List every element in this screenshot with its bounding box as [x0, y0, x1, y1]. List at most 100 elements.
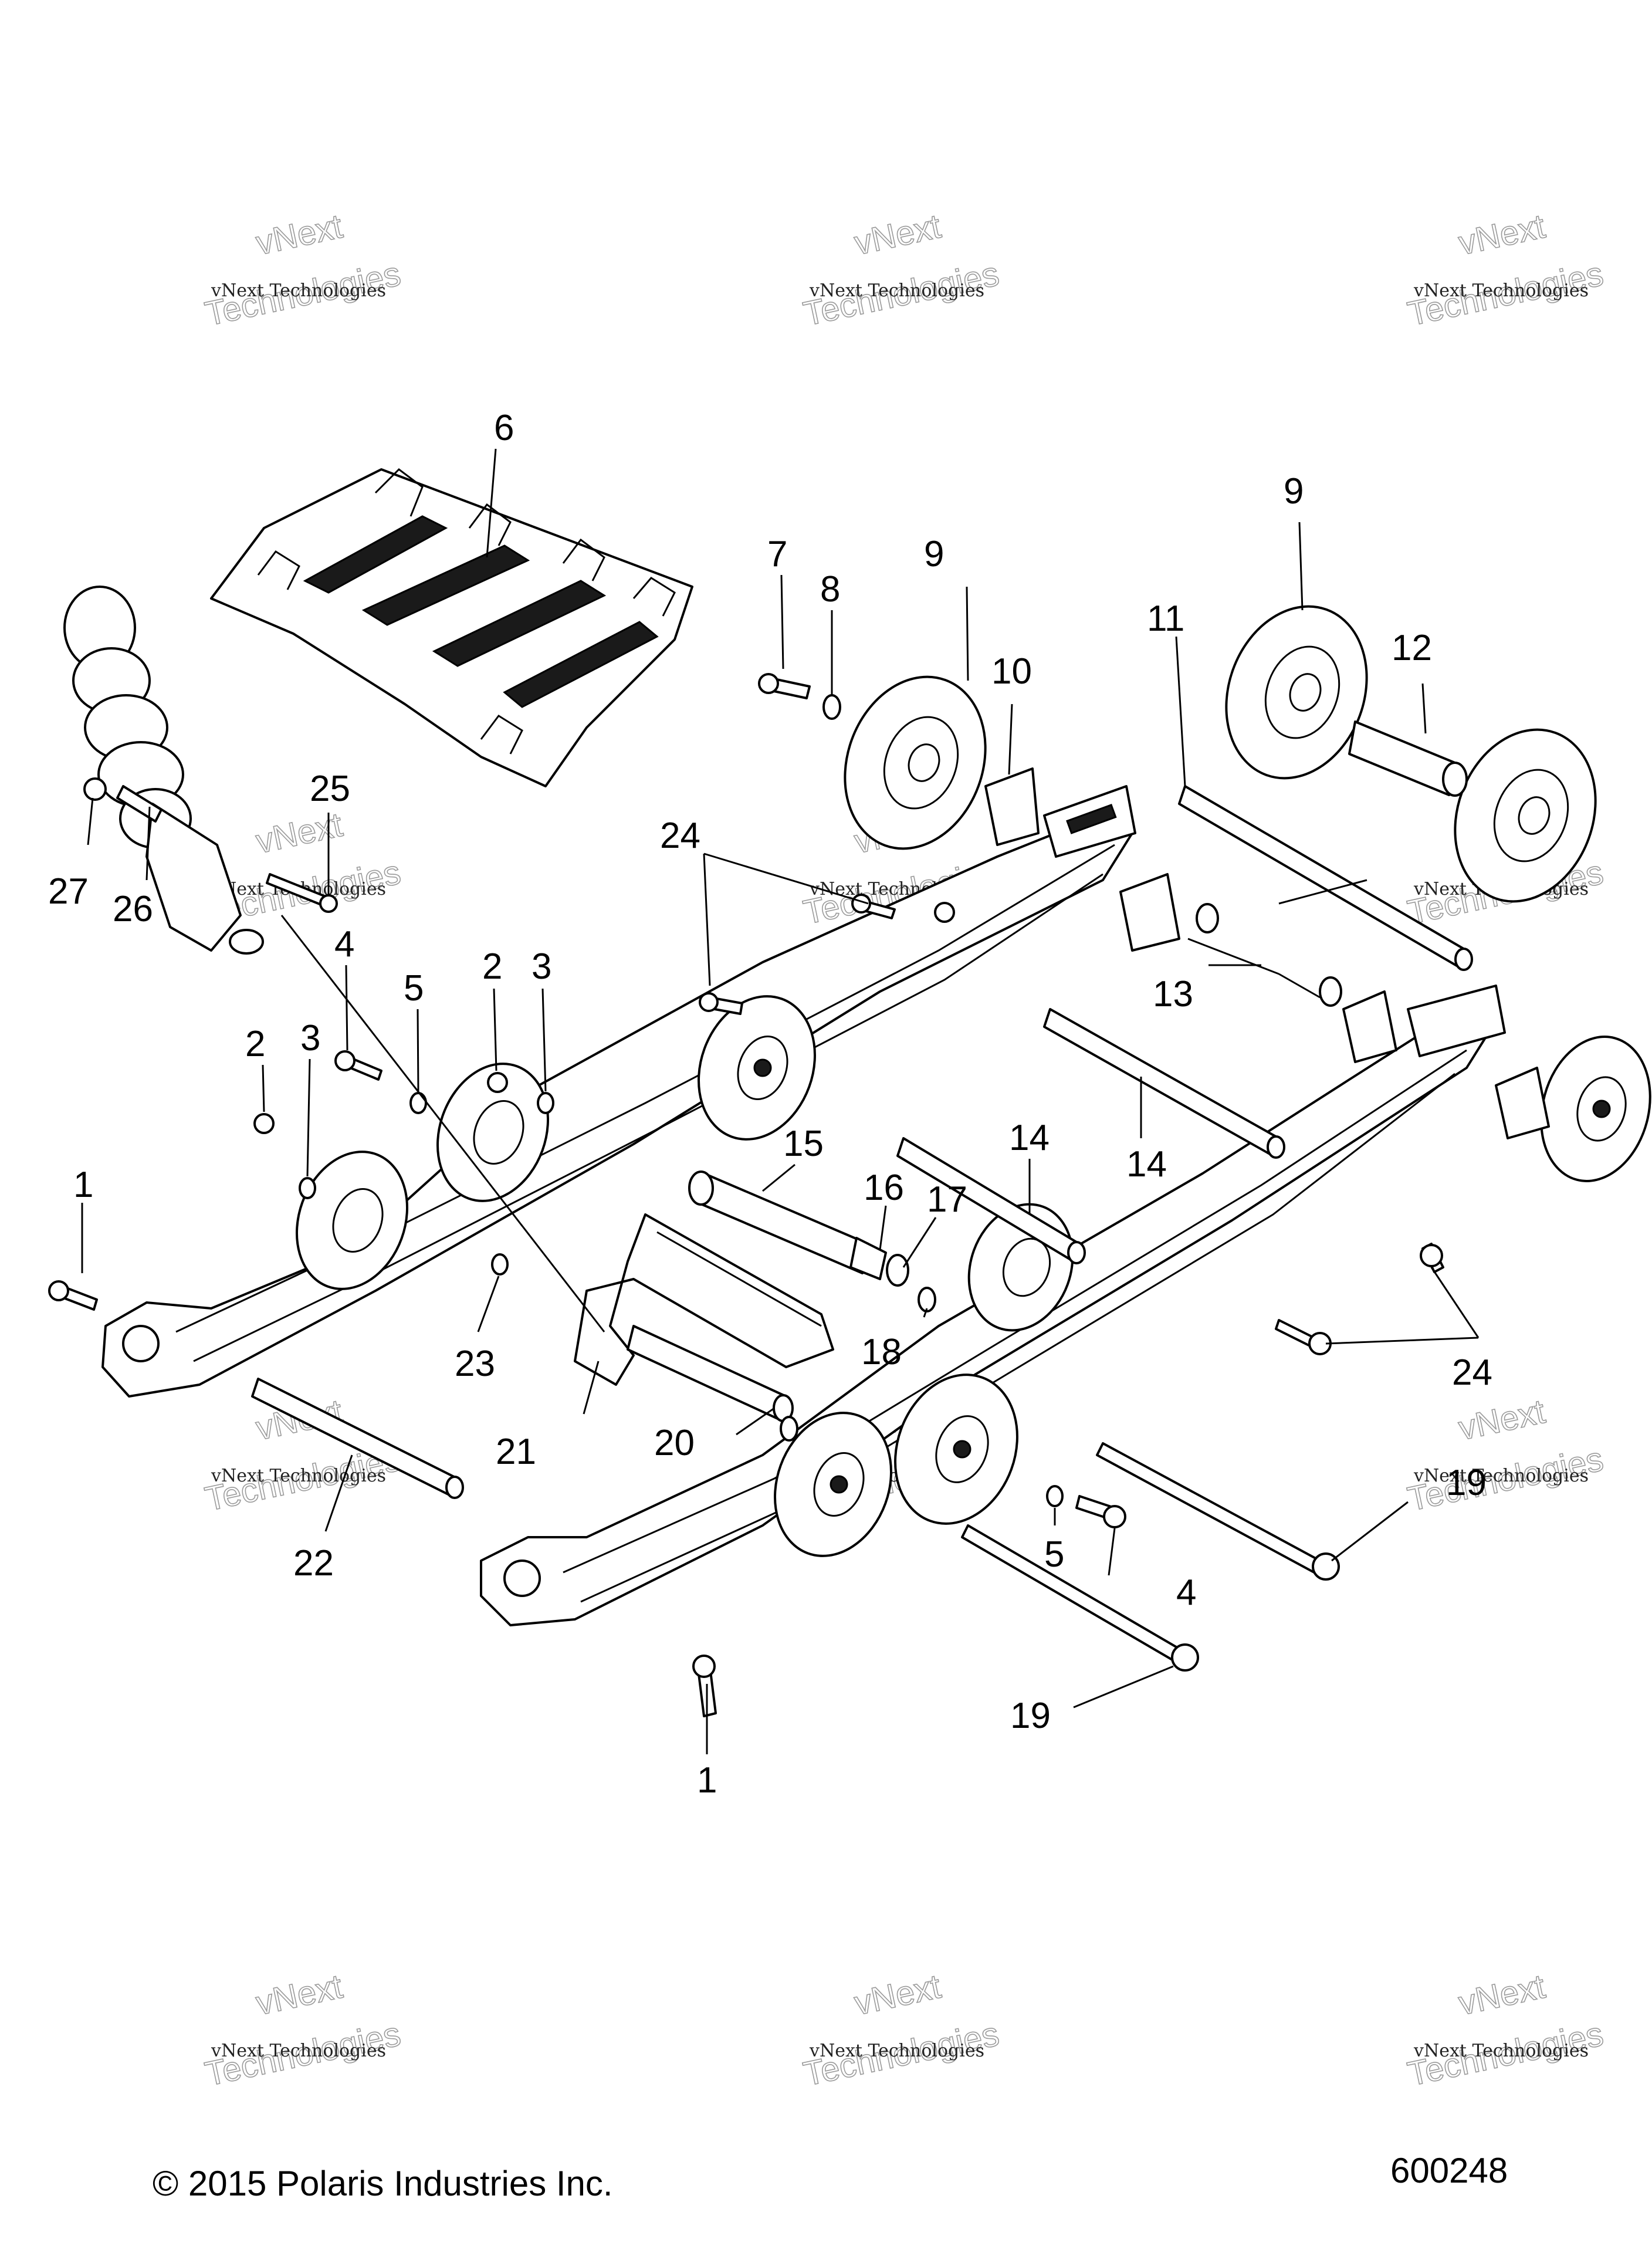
svg-text:vNext Technologies: vNext Technologies — [809, 2041, 984, 2061]
bolt — [758, 673, 811, 699]
callout-7: 7 — [767, 534, 787, 574]
washer — [537, 1092, 554, 1114]
axle-cone — [984, 767, 1040, 846]
rear-idler-wheel — [1454, 728, 1597, 903]
bolt — [1420, 1243, 1444, 1273]
svg-text:vNext: vNext — [1455, 1392, 1549, 1447]
spacer — [1348, 720, 1468, 797]
callout-14: 14 — [1009, 1118, 1050, 1158]
callout-24: 24 — [660, 816, 700, 856]
leader-lines — [81, 448, 1480, 1754]
callout-17: 17 — [927, 1179, 967, 1220]
o-ring — [1196, 903, 1219, 933]
watermark: Technologies vNext vNext Technologies — [1404, 1392, 1607, 1519]
washer — [299, 1177, 316, 1199]
idler-wheel — [1540, 1036, 1651, 1182]
track-section — [210, 468, 693, 787]
callout-20: 20 — [654, 1423, 695, 1463]
rear-axle — [1178, 785, 1473, 971]
svg-text:vNext: vNext — [253, 207, 346, 262]
callout-18: 18 — [861, 1332, 902, 1372]
svg-text:vNext: vNext — [1455, 207, 1549, 262]
front-arm — [574, 1213, 834, 1386]
callout-10: 10 — [991, 651, 1032, 692]
axle-cone — [1342, 990, 1397, 1063]
copyright-text: © 2015 Polaris Industries Inc. — [153, 2164, 613, 2203]
figure-number: 600248 — [1390, 2151, 1508, 2190]
bolt — [1275, 1319, 1332, 1355]
long-bolt — [1096, 1442, 1340, 1581]
watermark: Technologies vNext vNext Technologies — [800, 207, 1003, 334]
axle-cone — [1119, 873, 1180, 952]
axle-cone — [1495, 1067, 1550, 1139]
callout-26: 26 — [113, 889, 153, 929]
svg-text:vNext Technologies: vNext Technologies — [809, 280, 984, 301]
callout-1: 1 — [697, 1760, 717, 1801]
svg-text:vNext: vNext — [851, 207, 945, 262]
bushing — [849, 1237, 887, 1280]
svg-text:vNext: vNext — [851, 1967, 945, 2022]
callouts: 1 1 2 2 3 3 4 4 5 5 6 7 8 9 9 10 11 12 1… — [48, 408, 1492, 1801]
svg-text:vNext Technologies: vNext Technologies — [211, 1466, 386, 1486]
bolt — [851, 894, 896, 919]
callout-4: 4 — [1176, 1572, 1196, 1613]
callout-11: 11 — [1147, 598, 1184, 639]
washer — [1046, 1485, 1064, 1507]
svg-text:vNext Technologies: vNext Technologies — [1413, 1466, 1589, 1486]
idler-wheel — [295, 1151, 409, 1290]
o-ring — [1319, 976, 1342, 1007]
washer — [491, 1253, 509, 1276]
rear-idler-wheel — [1225, 605, 1368, 780]
callout-9: 9 — [924, 534, 944, 574]
front-arm-shaft — [627, 1325, 794, 1422]
callout-3: 3 — [300, 1018, 320, 1058]
bolt — [266, 873, 338, 913]
svg-text:vNext Technologies: vNext Technologies — [211, 280, 386, 301]
callout-13: 13 — [1153, 974, 1193, 1014]
callout-16: 16 — [864, 1168, 904, 1208]
callout-3: 3 — [532, 946, 551, 987]
callout-22: 22 — [293, 1543, 334, 1584]
front-rod — [251, 1378, 464, 1499]
bolt — [1075, 1495, 1126, 1528]
bushing — [886, 1254, 909, 1287]
nut — [83, 777, 107, 801]
svg-text:vNext: vNext — [1455, 1967, 1549, 2022]
callout-19: 19 — [1446, 1463, 1487, 1503]
callout-12: 12 — [1392, 628, 1432, 668]
cross-shaft — [896, 1137, 1086, 1264]
svg-text:vNext: vNext — [253, 806, 346, 861]
callout-4: 4 — [334, 924, 354, 965]
idler-wheel — [894, 1374, 1018, 1525]
callout-27: 27 — [48, 871, 89, 912]
callout-23: 23 — [455, 1344, 495, 1384]
bolt — [692, 1655, 717, 1717]
callout-5: 5 — [404, 968, 424, 1009]
callout-6: 6 — [494, 408, 514, 448]
cross-shaft — [1043, 1008, 1285, 1159]
washer — [918, 1287, 936, 1312]
idler-wheel — [698, 995, 816, 1141]
nut — [253, 1113, 275, 1134]
watermark: Technologies vNext vNext Technologies — [800, 1967, 1003, 2094]
callout-8: 8 — [820, 569, 840, 610]
callout-19: 19 — [1010, 1696, 1051, 1736]
washer — [780, 1416, 798, 1442]
shock-absorber — [63, 586, 264, 955]
callout-2: 2 — [245, 1024, 265, 1064]
bolt — [699, 992, 743, 1015]
sleeve — [116, 785, 163, 823]
bolt — [334, 1050, 382, 1081]
nut — [934, 902, 955, 923]
idler-wheel — [436, 1063, 550, 1202]
watermark: Technologies vNext vNext Technologies — [201, 1967, 404, 2094]
callout-2: 2 — [482, 946, 502, 987]
idler-wheel — [774, 1412, 892, 1557]
bolt — [48, 1280, 98, 1311]
svg-text:vNext Technologies: vNext Technologies — [1413, 2041, 1589, 2061]
washer — [822, 694, 841, 720]
svg-text:vNext Technologies: vNext Technologies — [1413, 280, 1589, 301]
callout-21: 21 — [496, 1432, 536, 1472]
callout-25: 25 — [310, 769, 350, 809]
